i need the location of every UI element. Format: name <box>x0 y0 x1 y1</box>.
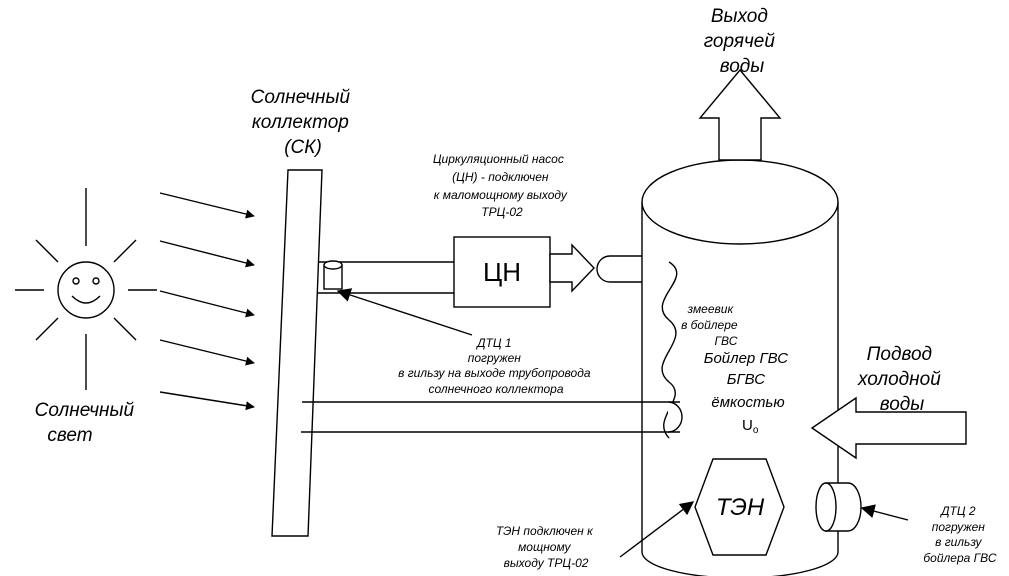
coil-label: змеевик в бойлере ГВС <box>681 302 741 348</box>
sensor1-sleeve <box>323 260 343 290</box>
smiley-face-icon <box>57 261 115 319</box>
cold-water-in-arrow <box>810 396 967 460</box>
sunlight-rays <box>159 192 255 411</box>
solar-collector-label: Солнечный коллектор (СК) <box>251 87 356 158</box>
sunlight-label: Солнечный свет <box>35 400 140 446</box>
lower-return-pipe <box>301 401 683 433</box>
heater-hexagon <box>694 458 785 556</box>
boiler-volume: Uo <box>742 417 759 436</box>
heater-pointer-arrow <box>619 501 695 558</box>
pump-outlet-arrow <box>549 243 595 293</box>
sensor1-label: ДТЦ 1 погружен в гильзу на выходе трубоп… <box>398 336 594 396</box>
pump-note: Циркуляционный насос (ЦН) - подключен к … <box>433 152 570 219</box>
heater-label: ТЭН <box>716 494 765 521</box>
pump-label: ЦН <box>483 257 521 287</box>
solar-collector-panel <box>271 169 323 537</box>
pump-box <box>453 236 551 308</box>
boiler-label: Бойлер ГВС БГВС ёмкостью <box>704 350 793 411</box>
hot-water-out-arrow <box>698 68 782 161</box>
heater-note: ТЭН подключен к мощному выходу ТРЦ-02 <box>496 524 596 570</box>
sensor2-label: ДТЦ 2 погружен в гильзу бойлера ГВС <box>923 504 996 565</box>
cold-water-in-label: Подвод холодной воды <box>857 344 946 415</box>
hot-water-out-label: Выход горячей воды <box>704 6 780 77</box>
sensor2-cylinder <box>815 482 862 532</box>
sensor1-pointer-arrow <box>336 288 473 336</box>
sun-icon <box>15 188 157 390</box>
sensor2-pointer-arrow <box>860 504 909 521</box>
